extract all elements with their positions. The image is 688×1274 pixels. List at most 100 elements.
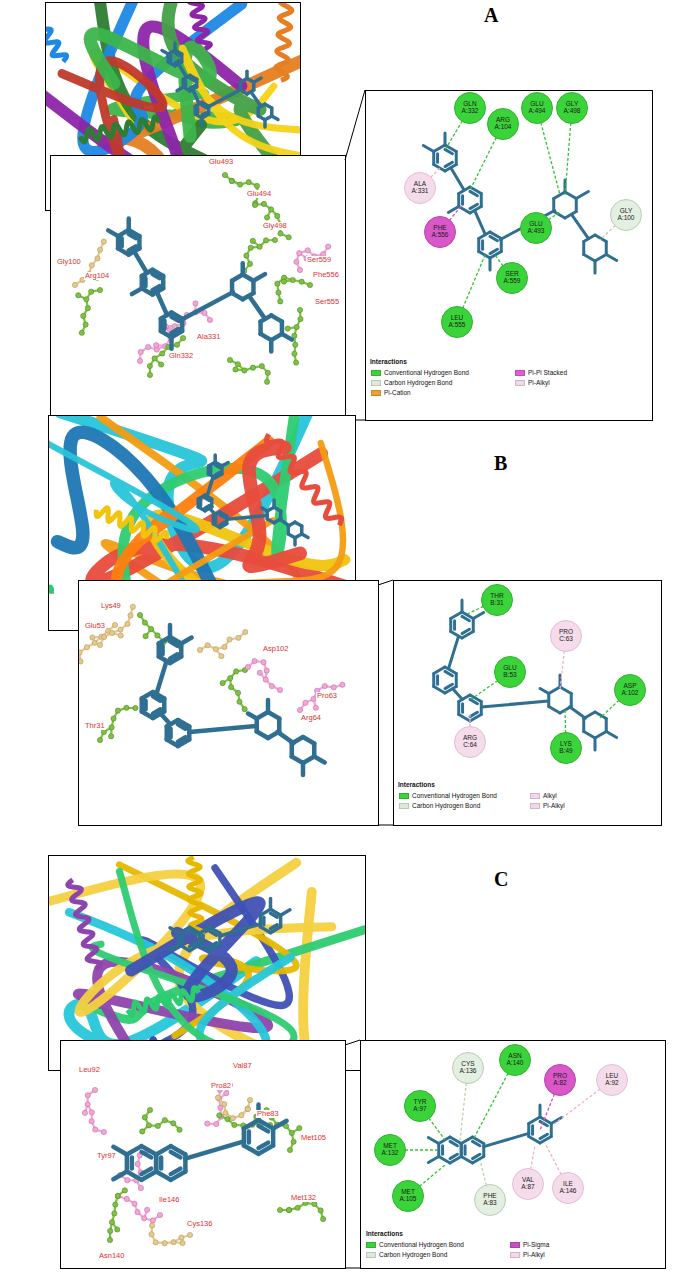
ligand-bond: [171, 1169, 181, 1175]
residue-atom: [85, 1093, 90, 1098]
residue-atom: [135, 1161, 140, 1166]
ligand-bond: [190, 931, 197, 935]
residue-disc: THR B:31: [481, 584, 513, 616]
ligand-bond: [200, 945, 210, 951]
ligand-bond: [595, 255, 606, 262]
ligand-bond: [570, 707, 586, 718]
residue-atom: [177, 1127, 182, 1132]
residue-atom: [261, 201, 266, 206]
legend-entry: Pi-Pi Stacked: [515, 369, 567, 376]
residue-text: PRO A:82: [548, 1073, 572, 1087]
ligand-bond: [170, 641, 177, 645]
ligand-bond: [489, 258, 492, 270]
legend-swatch: [366, 1242, 376, 1248]
residue-atom: [92, 640, 97, 645]
ligand-sticks: [170, 899, 290, 951]
ligand-bond: [434, 667, 445, 674]
residue-atom: [112, 1211, 117, 1216]
residue-atom: [89, 1119, 94, 1124]
ligand-bond: [260, 927, 270, 933]
ligand-bond: [160, 646, 165, 655]
ligand-bond: [584, 255, 595, 262]
ligand-bond: [484, 1133, 529, 1146]
residue-atom: [97, 287, 102, 292]
residue-atom: [244, 253, 249, 258]
residue-atom: [222, 1101, 227, 1106]
residue-atom: [237, 182, 242, 187]
residue-atom: [233, 367, 238, 372]
panel-letter: A: [484, 4, 498, 26]
ligand-bond: [181, 292, 233, 320]
ligand-bond: [198, 933, 202, 945]
ligand-bond: [127, 1146, 142, 1154]
legend-entry: Carbon Hydrogen Bond: [399, 802, 480, 809]
ligand-bond: [481, 241, 484, 250]
ligand-bond: [198, 933, 202, 945]
residue-atom: [278, 231, 283, 236]
residue-bond: [248, 661, 280, 690]
ligand-bond: [460, 1144, 463, 1157]
residue-text: LYS B:49: [554, 741, 578, 755]
ligand-bond: [582, 719, 585, 732]
ligand-bond: [179, 945, 189, 951]
ligand-bond: [475, 211, 485, 235]
ligand-bond: [181, 935, 185, 943]
residue-atom: [285, 326, 290, 331]
residue-atom: [157, 1212, 162, 1217]
residue-atom: [111, 716, 116, 721]
ligand-bond: [154, 1155, 159, 1172]
ligand-bond: [249, 296, 265, 319]
legend-entry: Conventional Hydrogen Bond: [399, 792, 497, 799]
protein-helix: [128, 988, 199, 1015]
residue-disc: CYS A:136: [452, 1052, 484, 1084]
residue-atom: [89, 1110, 94, 1115]
residue-atom: [142, 1216, 147, 1221]
residue-atom: [229, 178, 234, 183]
residue-atom: [275, 213, 280, 218]
residue-disc: ALA A:331: [404, 172, 436, 204]
ligand-bond: [462, 616, 469, 620]
residue-atom: [146, 344, 151, 349]
ligand-bond: [432, 674, 435, 687]
residue-atom: [83, 322, 88, 327]
residue-name: Arg104: [84, 272, 110, 280]
residue-name: Ala331: [196, 333, 221, 341]
residue-atom: [286, 1207, 291, 1212]
ligand-bond: [214, 517, 218, 522]
ligand-bond: [244, 1120, 259, 1128]
ligand-bond: [153, 286, 160, 290]
residue-atom: [263, 238, 268, 243]
residue-text: ALA A:331: [408, 181, 432, 195]
ligand-bond: [202, 113, 206, 116]
residue-atom: [115, 708, 120, 713]
ligand-bond: [179, 927, 189, 933]
ligand-bond: [605, 242, 608, 255]
zoom-frame: [79, 581, 379, 826]
residue-atom: [289, 1130, 294, 1135]
ligand-bond: [220, 515, 224, 518]
residue-atom: [142, 1115, 147, 1120]
legend-text: Carbon Hydrogen Bond: [384, 379, 452, 386]
residue-atom: [259, 363, 264, 368]
residue-atom: [149, 626, 154, 631]
residue-atom: [146, 1123, 151, 1128]
residue-atom: [155, 1123, 160, 1128]
ligand-bond: [575, 199, 578, 212]
ligand-bond: [464, 1146, 467, 1155]
ligand-bond: [220, 924, 261, 936]
ligand-bond: [565, 192, 576, 199]
ligand-bond: [175, 53, 179, 56]
residue-atom: [107, 1237, 112, 1242]
ligand-bond: [572, 215, 589, 239]
residue-disc: ASP A:102: [614, 674, 646, 706]
residue-atom: [110, 630, 115, 635]
residue-disc: ASN A:140: [499, 1044, 531, 1076]
residue-atom: [219, 654, 224, 659]
residue-text: VAL A:87: [516, 1177, 540, 1191]
residue-atom: [245, 664, 250, 669]
ligand-bond: [529, 1117, 540, 1124]
residue-disc: ARG C:64: [454, 726, 486, 758]
residue-atom: [223, 1110, 228, 1115]
residue-name: Glu53: [84, 622, 106, 630]
